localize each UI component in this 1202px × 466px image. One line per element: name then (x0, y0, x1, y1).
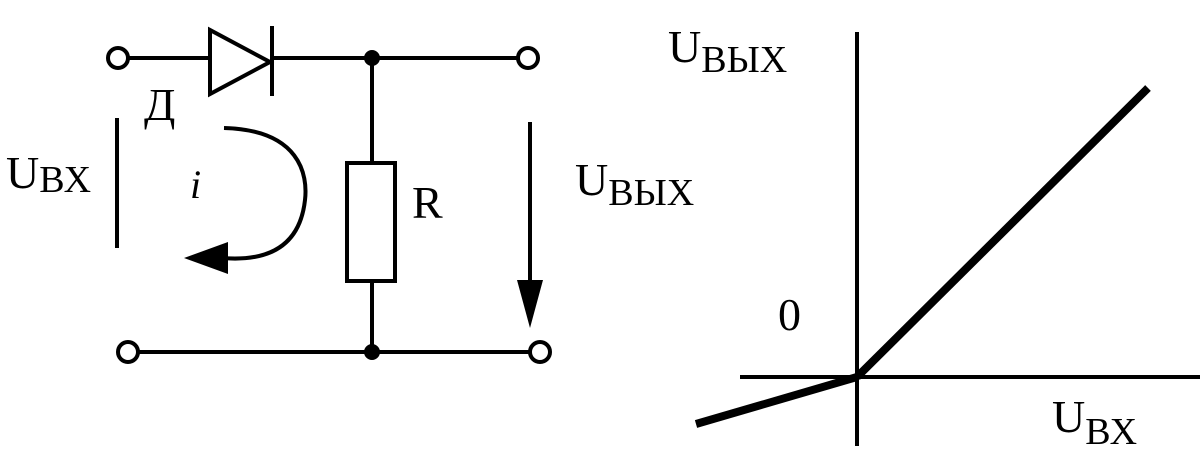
diode-symbol (208, 26, 275, 98)
resistor-label: R (412, 177, 443, 228)
x-axis-label: UВХ (1052, 391, 1137, 453)
junction-top (364, 50, 380, 66)
input-voltage-label: UВХ (6, 147, 91, 201)
origin-label: 0 (778, 289, 801, 340)
current-arrow-head (184, 242, 228, 274)
characteristic-forward-segment (854, 85, 1151, 380)
diode-label: Д (144, 79, 175, 130)
output-voltage-label: UВЫХ (575, 154, 694, 214)
y-axis-label: UВЫХ (668, 21, 787, 81)
output-terminal-bottom (528, 340, 552, 364)
transfer-characteristic-graph (694, 32, 1200, 446)
circuit-labels: Д UВХ i R UВЫХ (6, 79, 694, 228)
circuit (106, 26, 552, 364)
input-terminal-top (106, 46, 130, 70)
current-label: i (190, 162, 201, 207)
output-voltage-arrow-head (517, 280, 543, 328)
junction-bottom (364, 344, 380, 360)
resistor-symbol (345, 161, 397, 283)
characteristic-reverse-segment (694, 373, 859, 428)
input-terminal-bottom (116, 340, 140, 364)
graph-labels: UВЫХ 0 UВХ (668, 21, 1137, 453)
output-terminal-top (516, 46, 540, 70)
current-loop-arrow (221, 126, 308, 261)
